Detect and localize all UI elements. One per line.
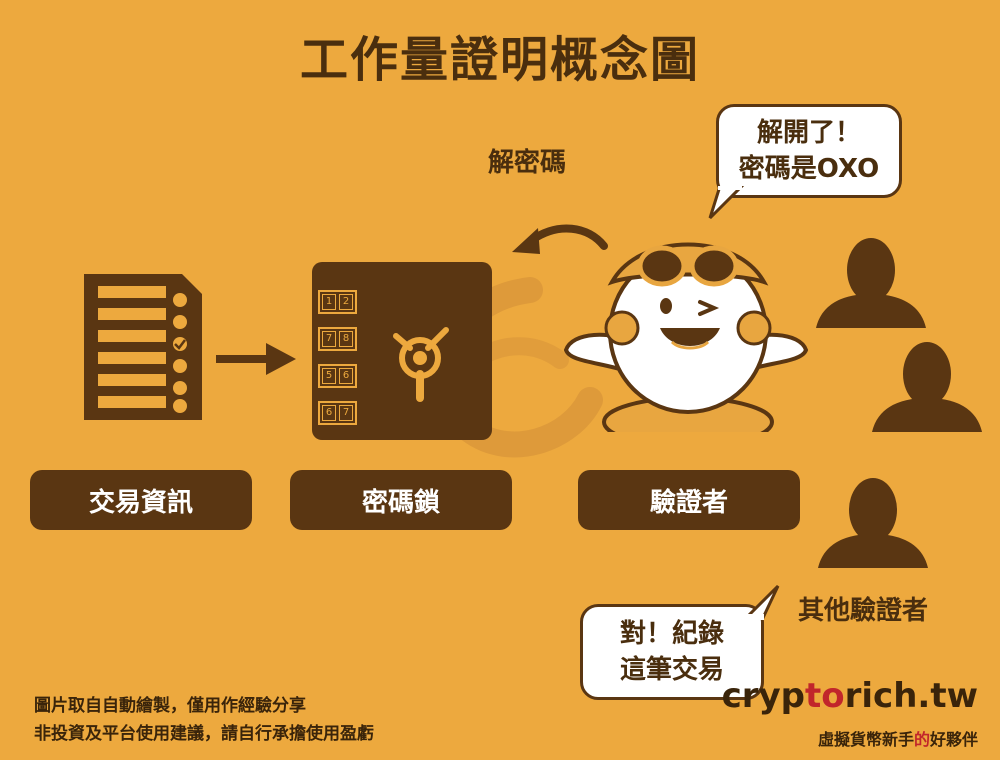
verifier-label: 驗證者 [578,470,800,530]
tagline-highlight: 的 [913,730,930,749]
bubble-tail [708,186,745,220]
tagline-prefix: 虛擬貨幣新手 [817,730,914,749]
brand-logo: cryptorich.tw [722,676,978,716]
verifier-speech-bubble: 解開了！ 密碼是OXO [716,104,902,198]
keypad-key: 7 [339,405,353,421]
checklist-document-icon [84,274,202,420]
keypad-key: 2 [339,294,353,310]
safe-dial-icon [393,327,449,402]
person-silhouette-icon [816,238,926,328]
bubble-tail [741,584,780,620]
curved-arrow-left-icon [512,224,608,254]
page-title: 工作量證明概念圖 [299,32,700,88]
brand-tagline: 虛擬貨幣新手的好夥伴 [818,726,978,750]
others-speech-bubble: 對！紀錄 這筆交易 [580,604,764,700]
password-lock-label: 密碼鎖 [290,470,512,530]
arrow-right-icon [216,343,296,375]
person-silhouette-icon [818,478,928,568]
keypad-key: 1 [322,294,336,310]
decrypt-label: 解密碼 [488,148,567,178]
brand-prefix: cryp [721,676,805,716]
person-silhouette-icon [872,342,982,432]
tagline-suffix: 好夥伴 [929,730,978,749]
others-bubble-line1: 對！紀錄 [619,619,724,649]
others-bubble-line2: 這筆交易 [619,655,724,685]
disclaimer-line2: 非投資及平台使用建議，請自行承擔使用盈虧 [34,724,374,744]
keypad-key: 8 [339,331,353,347]
brand-suffix: rich.tw [844,676,978,716]
keypad-key: 6 [322,405,336,421]
other-verifiers-label: 其他驗證者 [798,596,929,626]
verifier-bubble-line1: 解開了！ [756,118,861,148]
keypad-key: 5 [322,368,336,384]
verifier-bubble-line2: 密碼是OXO [738,154,880,184]
octopus-mascot-icon [563,242,809,432]
keypad-key: 6 [339,368,353,384]
disclaimer-line1: 圖片取自自動繪製，僅用作經驗分享 [34,696,306,716]
transaction-info-label: 交易資訊 [30,470,252,530]
disclaimer: 圖片取自自動繪製，僅用作經驗分享 非投資及平台使用建議，請自行承擔使用盈虧 [34,692,374,748]
keypad-key: 7 [322,331,336,347]
brand-highlight: to [805,676,845,716]
